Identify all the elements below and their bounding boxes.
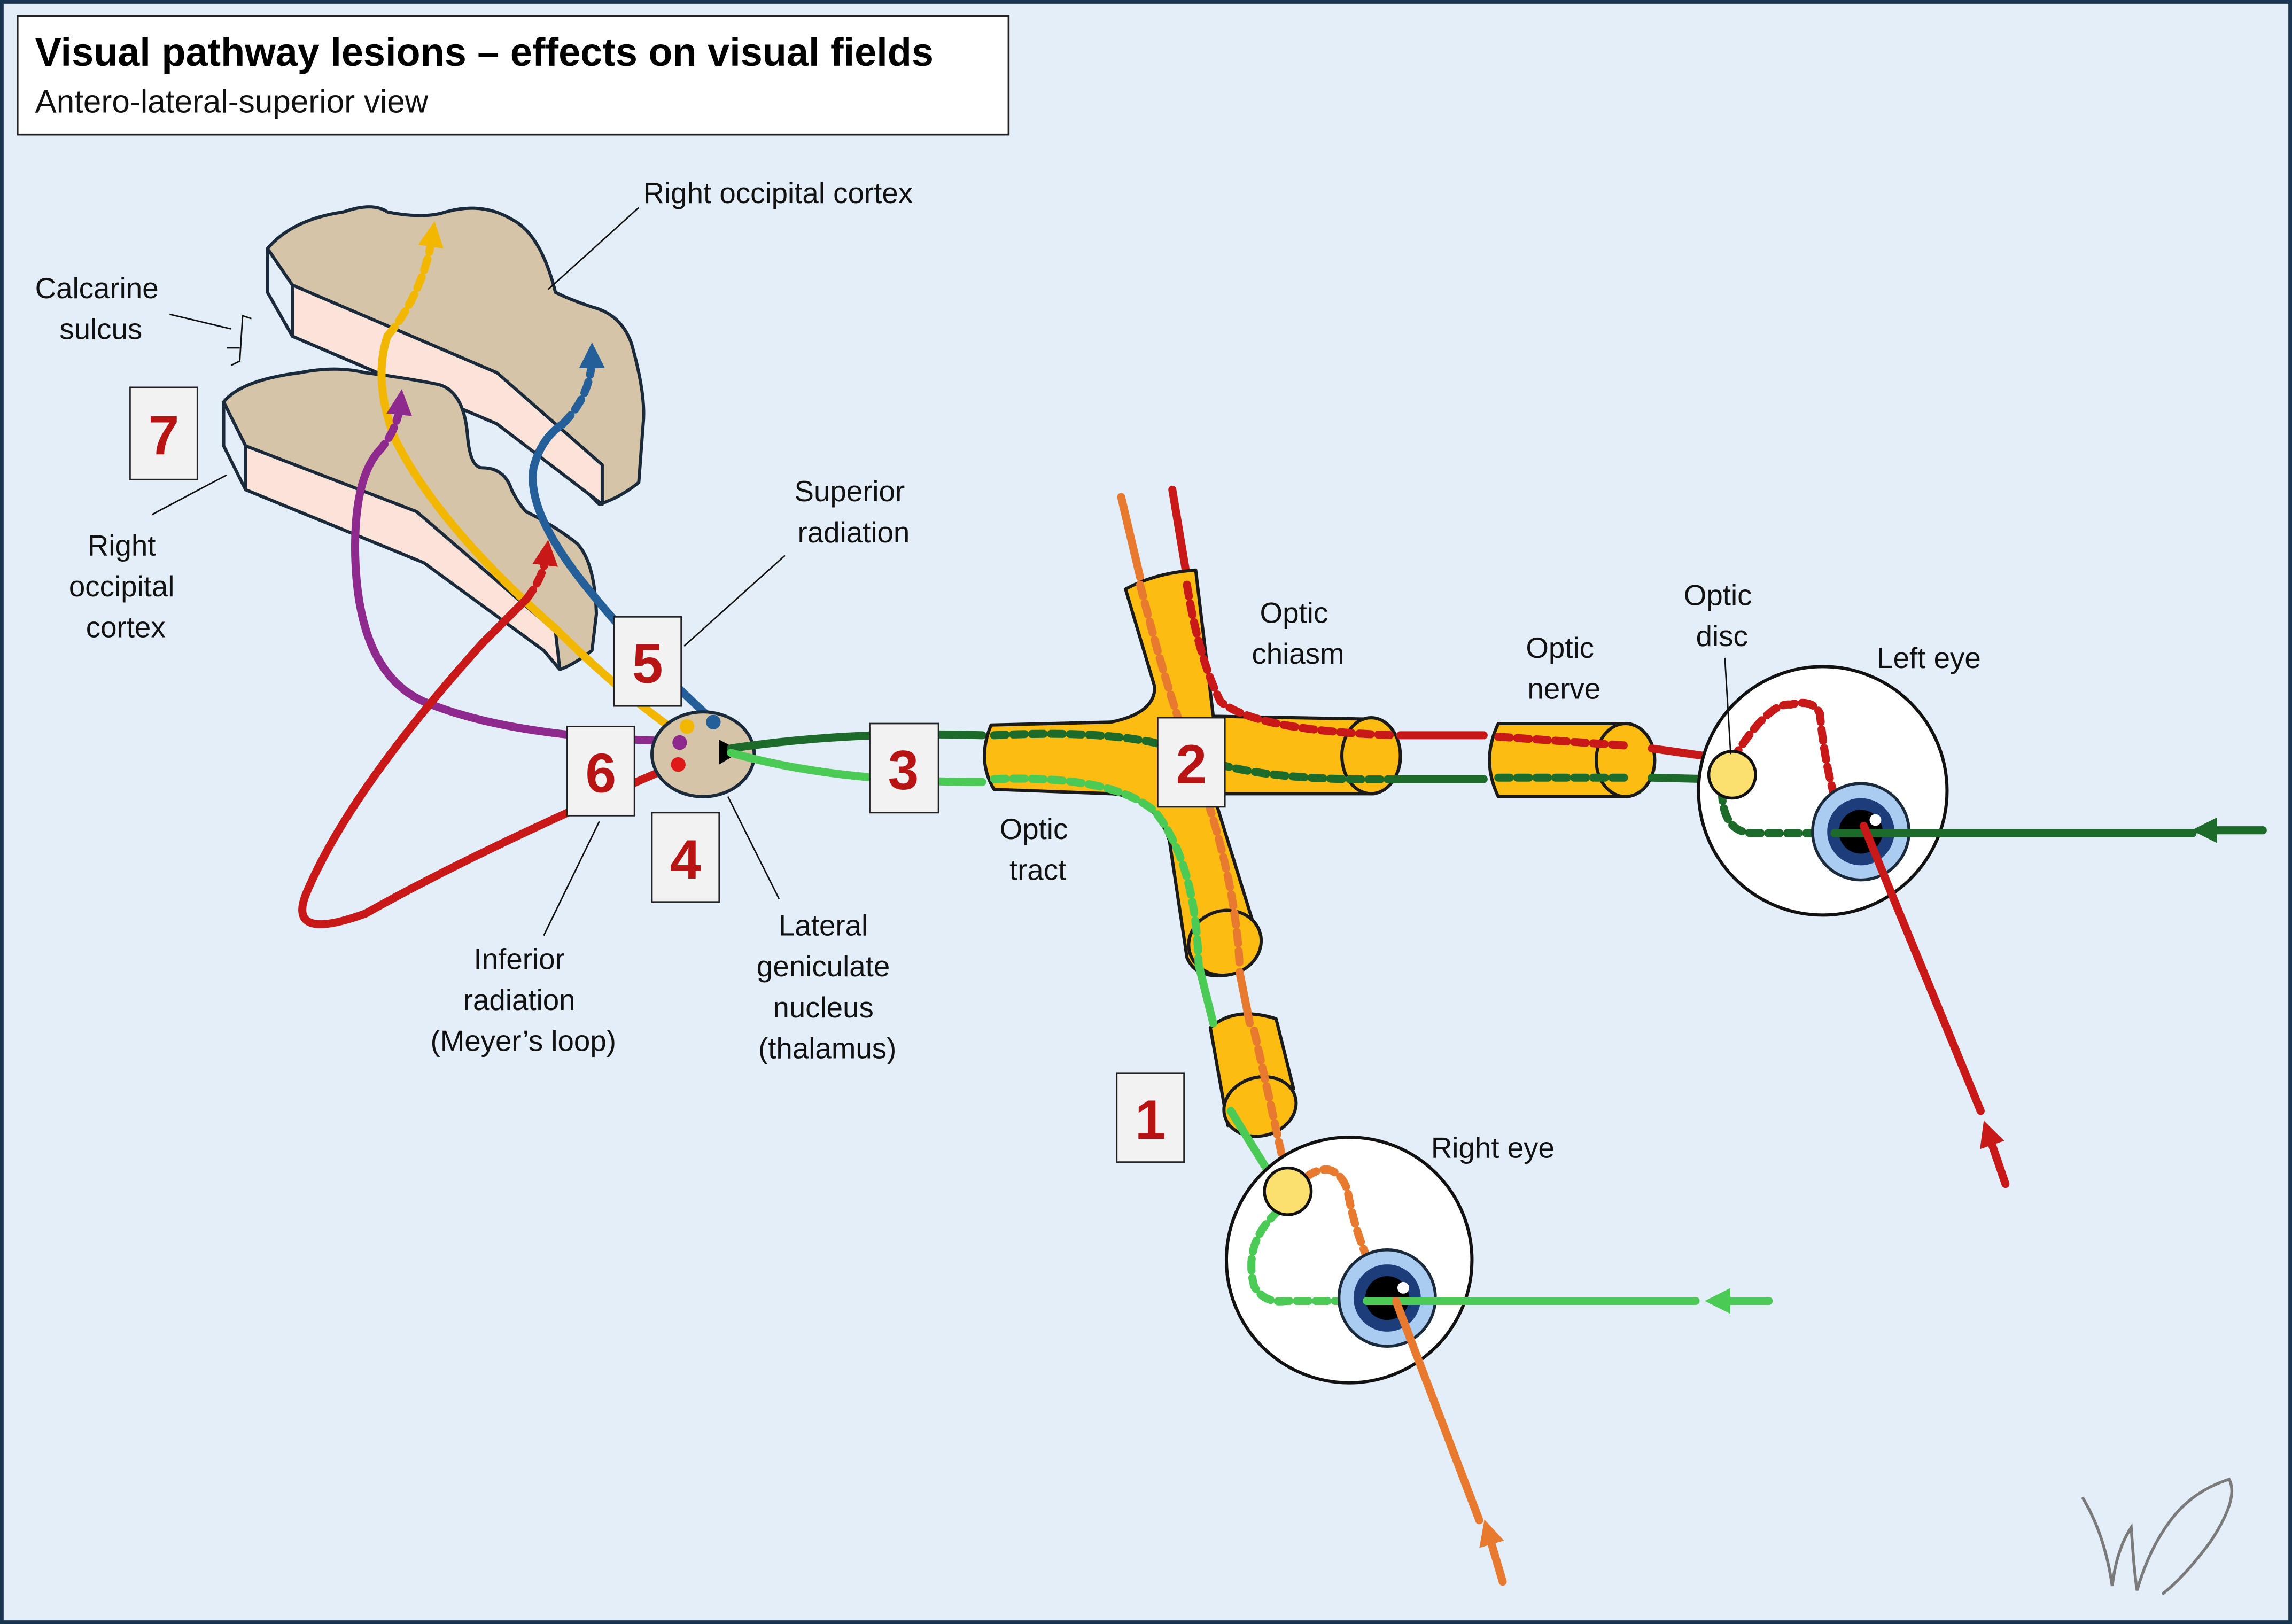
labels: Right occipital cortex Calcarine sulcus … (35, 176, 1981, 1164)
lesion-5-marker: 5 (613, 616, 682, 707)
right-nerve-orange (1236, 968, 1254, 1028)
lateral-geniculate-nucleus (650, 710, 756, 798)
red-fiber-dashed (522, 540, 558, 604)
label-lateral-geniculate-nucleus: Lateral geniculate nucleus (thalamus) (757, 909, 898, 1065)
left-eye-green-dashed (1718, 785, 1839, 837)
left-optic-nerve (1488, 722, 1657, 798)
label-optic-chiasm: Optic chiasm (1252, 596, 1344, 670)
red-fiber-meyer-loop (298, 595, 681, 928)
page-subtitle: Antero-lateral-superior view (35, 84, 429, 120)
lesion-2-label: 2 (1176, 734, 1207, 796)
right-nerve-light-green-2 (1226, 1107, 1273, 1177)
yellow-fiber-dashed (383, 221, 444, 340)
optic-tract-light-green (727, 749, 986, 786)
left-eye-red-dashed (1728, 698, 1868, 830)
lesion-3-marker: 3 (869, 722, 939, 814)
right-eye-green-dashed (1247, 1206, 1371, 1306)
lesion-1-label: 1 (1135, 1089, 1166, 1151)
occipital-cortex-lower (222, 367, 599, 671)
label-inferior-radiation: Inferior radiation (Meyer’s loop) (430, 943, 616, 1058)
lesion-4-marker: 4 (651, 812, 720, 903)
red-fiber-upper (1168, 485, 1191, 582)
label-superior-radiation: Superior radiation (794, 475, 913, 549)
lesion-7-label: 7 (148, 405, 179, 467)
label-right-occipital-cortex-left: Right occipital cortex (69, 529, 183, 643)
right-optic-disc (1263, 1166, 1313, 1216)
label-calcarine-sulcus: Calcarine sulcus (35, 271, 167, 346)
right-eye-orange-ray (1392, 1296, 1483, 1525)
left-eye (1697, 665, 1949, 917)
page-title: Visual pathway lesions – effects on visu… (35, 30, 934, 74)
lesion-markers: 1 2 3 4 5 6 7 (129, 386, 1226, 1163)
label-left-eye: Left eye (1877, 641, 1981, 674)
author-signature (2081, 1477, 2234, 1595)
label-right-eye: Right eye (1431, 1131, 1555, 1164)
chiasm-red-fiber (1183, 580, 1400, 740)
right-eye (1224, 1136, 1474, 1385)
left-eye-red-ray (1860, 821, 1985, 1115)
right-nerve-light-green (1194, 960, 1217, 1028)
leader-lines (151, 207, 1731, 936)
lesion-1-marker: 1 (1116, 1072, 1185, 1163)
right-nerve-orange-dashed (1250, 1026, 1288, 1167)
right-eye-orange-arrow (1479, 1519, 1507, 1586)
optic-tract-dark-green (727, 730, 986, 753)
chiasm-light-green-fiber (990, 774, 1203, 969)
label-right-occipital-cortex-top: Right occipital cortex (643, 176, 913, 209)
label-optic-disc: Optic disc (1684, 578, 1760, 652)
purple-fiber-dashed (373, 389, 413, 457)
lesion-2-marker: 2 (1157, 717, 1226, 808)
blue-fiber-dashed (558, 342, 605, 428)
label-optic-tract: Optic tract (1000, 812, 1076, 887)
lesion-6-label: 6 (585, 743, 616, 805)
label-optic-nerve: Optic nerve (1526, 631, 1602, 705)
lesion-6-marker: 6 (566, 726, 635, 817)
title-box: Visual pathway lesions – effects on visu… (17, 15, 1010, 136)
lesion-7-marker: 7 (129, 386, 198, 480)
nerve-red-fiber-dashed (1494, 733, 1630, 750)
purple-fiber (351, 449, 681, 745)
lesion-3-label: 3 (888, 740, 919, 802)
left-optic-disc (1707, 750, 1757, 800)
lesion-4-label: 4 (670, 829, 701, 891)
lesion-5-label: 5 (632, 633, 663, 695)
left-eye-red-arrow (1980, 1121, 2010, 1188)
orange-fiber-upper (1117, 493, 1145, 582)
